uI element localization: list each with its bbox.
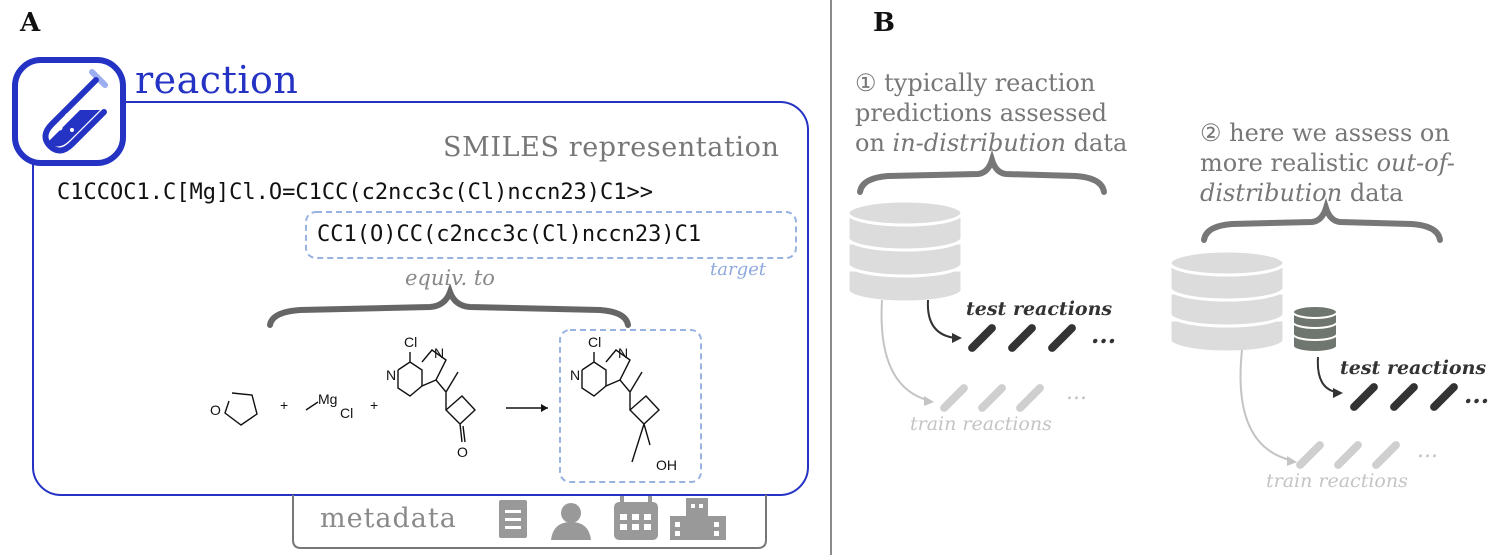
smiles-target: CC1(O)CC(c2ncc3c(Cl)nccn23)C1: [317, 222, 702, 247]
train-ellipsis-2: ...: [1417, 438, 1438, 463]
brace-2: [1201, 197, 1443, 243]
target-molecule-box: [559, 329, 702, 483]
metadata-label: metadata: [320, 503, 457, 534]
text-1-tail: data: [1073, 129, 1128, 157]
panel-b-letter: B: [873, 8, 895, 38]
plus-1: +: [280, 397, 288, 413]
text-2-tail: data: [1349, 179, 1404, 207]
ketone-n2: N: [434, 345, 444, 361]
text-1-line2: predictions assessed: [855, 99, 1108, 127]
database-small-icon: [1292, 305, 1338, 353]
test-arrow-2: [1316, 356, 1337, 393]
database-icon-1: [846, 199, 964, 304]
test-reactions-label-1: test reactions: [966, 298, 1113, 320]
train-arrow-1: [880, 299, 928, 401]
equiv-brace: [267, 283, 631, 328]
text-in-distribution: ① typically reaction predictions assesse…: [855, 68, 1185, 158]
product-n2: N: [618, 345, 628, 361]
test-reactions-label-2: test reactions: [1340, 357, 1487, 379]
test-arrowhead-1: [952, 333, 962, 343]
marker-2: ②: [1200, 119, 1222, 147]
ketone-o: O: [457, 444, 468, 460]
methyl-bond: [305, 401, 319, 411]
test-ellipsis-1: ...: [1091, 320, 1117, 349]
ketone-n1: N: [386, 367, 396, 383]
panel-b-graphics: [846, 149, 1460, 471]
product-n1: N: [570, 367, 580, 383]
text-out-of-distribution: ② here we assess on more realistic out-o…: [1200, 118, 1496, 208]
equiv-label: equiv. to: [405, 266, 495, 290]
ketone-cl: Cl: [404, 334, 417, 350]
train-ellipsis-1: ...: [1066, 380, 1087, 405]
train-tubes-1: [938, 382, 1046, 414]
panel-a-letter: A: [20, 8, 41, 38]
thf-o: O: [210, 402, 221, 418]
panel-a-graphics: O + Mg Cl + Cl N N O Cl N N OH: [12, 57, 809, 549]
document-icon: [499, 500, 527, 538]
thf-molecule: [224, 392, 258, 426]
test-tubes-2: [1348, 381, 1460, 413]
test-arrowhead-2: [1333, 388, 1343, 398]
plus-2: +: [370, 397, 378, 413]
product-oh: OH: [656, 457, 677, 473]
person-icon: [551, 503, 591, 540]
train-arrowhead-2: [1287, 456, 1297, 466]
test-tubes-1: [966, 322, 1078, 354]
test-arrow-1: [926, 299, 957, 339]
text-2-em1: out-of-: [1376, 149, 1455, 177]
brace-1: [857, 149, 1107, 195]
test-tube-icon: [12, 57, 126, 166]
text-1-line3: on: [855, 129, 885, 157]
train-tubes-2: [1294, 439, 1402, 471]
train-arrowhead-1: [924, 396, 934, 406]
mg-atom: Mg: [318, 391, 337, 407]
test-ellipsis-2: ...: [1464, 380, 1490, 409]
product-molecule: [581, 349, 660, 463]
text-2-line2: more realistic: [1200, 149, 1369, 177]
calendar-icon: [614, 496, 658, 540]
text-1-line1: typically reaction: [884, 69, 1096, 97]
mg-cl-atom: Cl: [340, 405, 353, 421]
text-2-line1: here we assess on: [1229, 119, 1450, 147]
text-1-em: in-distribution: [892, 129, 1066, 157]
train-arrow-2: [1239, 349, 1291, 461]
panel-divider: [830, 0, 832, 555]
target-label: target: [710, 259, 766, 280]
reaction-title: reaction: [135, 58, 299, 102]
text-2-em2: distribution: [1200, 179, 1343, 207]
marker-1: ①: [855, 69, 877, 97]
reaction-arrowhead: [541, 404, 548, 412]
building-icon: [670, 498, 726, 540]
train-reactions-label-1: train reactions: [910, 413, 1052, 435]
reaction-box: [32, 101, 809, 496]
smiles-heading: SMILES representation: [443, 132, 780, 163]
train-reactions-label-2: train reactions: [1266, 470, 1408, 492]
smiles-full: C1CCOC1.C[Mg]Cl.O=C1CC(c2ncc3c(Cl)nccn23…: [57, 180, 654, 205]
product-cl: Cl: [588, 334, 601, 350]
metadata-box: [292, 495, 767, 549]
database-icon-2: [1168, 249, 1286, 354]
target-smiles-box: [305, 211, 797, 259]
ketone-molecule: [397, 349, 476, 443]
